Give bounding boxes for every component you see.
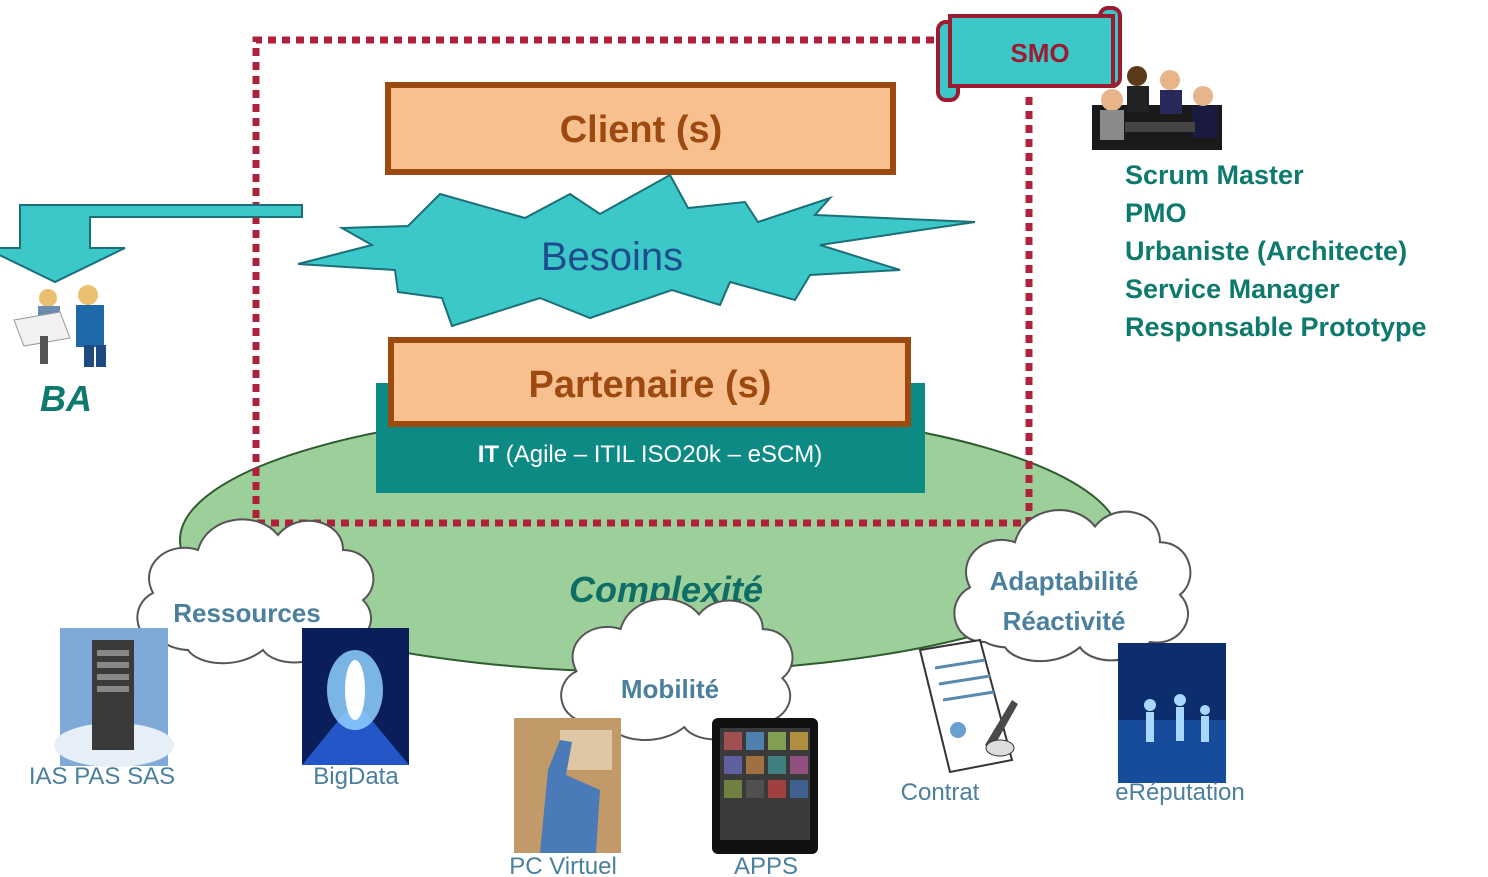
smo-frame xyxy=(252,36,1033,527)
bigdata-image xyxy=(302,628,409,765)
role-item: PMO xyxy=(1125,198,1187,228)
server-tower-image xyxy=(54,628,174,767)
thumb-ias-label: IAS PAS SAS xyxy=(29,763,175,790)
workers-icon xyxy=(13,285,106,367)
besoins-label: Besoins xyxy=(541,235,683,279)
ba-arrow xyxy=(0,204,303,284)
smo-banner xyxy=(936,6,1122,102)
pc-virtuel-image xyxy=(514,718,621,853)
besoins-burst xyxy=(297,173,976,328)
contract-image xyxy=(918,638,1018,774)
thumb-contrat-label: Contrat xyxy=(901,779,980,806)
ba-label: BA xyxy=(40,378,92,419)
it-label: IT (Agile – ITIL ISO20k – eSCM) xyxy=(478,441,823,468)
cloud-ressources-label: Ressources xyxy=(173,598,320,628)
apps-phone-image xyxy=(712,718,818,854)
cloud-mobilite-label: Mobilité xyxy=(621,674,719,704)
meeting-people-icon xyxy=(1092,66,1222,150)
partner-box xyxy=(388,337,911,427)
client-box xyxy=(385,82,896,175)
role-item: Service Manager xyxy=(1125,274,1340,304)
thumb-apps-label: APPS xyxy=(734,853,798,877)
client-label: Client (s) xyxy=(560,109,723,151)
ereputation-image xyxy=(1118,643,1226,783)
thumb-pcvirtuel-label: PC Virtuel xyxy=(509,853,617,877)
partner-label: Partenaire (s) xyxy=(529,364,772,406)
thumb-ereputation-label: eRéputation xyxy=(1115,779,1244,806)
smo-label: SMO xyxy=(1010,38,1069,68)
cloud-adaptabilite-label-2: Réactivité xyxy=(1003,606,1126,636)
roles-list: Scrum Master PMO Urbaniste (Architecte) … xyxy=(1125,160,1427,342)
role-item: Urbaniste (Architecte) xyxy=(1125,236,1407,266)
role-item: Responsable Prototype xyxy=(1125,312,1427,342)
thumb-bigdata-label: BigData xyxy=(313,763,399,790)
role-item: Scrum Master xyxy=(1125,160,1304,190)
cloud-adaptabilite-label-1: Adaptabilité xyxy=(990,566,1139,596)
